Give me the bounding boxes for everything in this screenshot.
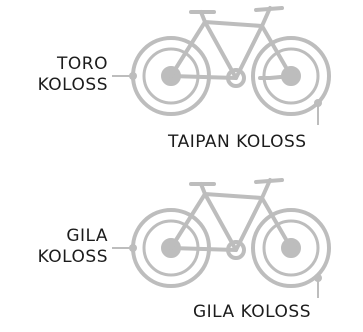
left-leader-dot <box>129 244 137 252</box>
front-wheel-outer <box>251 208 331 288</box>
bike-diagram-top: TORO KOLOSS TAIPAN KOLOSS <box>8 6 331 152</box>
front-wheel-inner <box>262 219 320 277</box>
right-leader-dot <box>314 99 322 107</box>
front-wheel-outer <box>251 36 331 116</box>
left-label-line-1: TORO <box>57 54 108 74</box>
seatpost <box>199 10 207 24</box>
seatpost <box>199 182 207 196</box>
left-leader-dot <box>129 72 137 80</box>
crank <box>226 240 246 260</box>
left-label: GILA KOLOSS <box>8 226 108 268</box>
frame-fork <box>260 196 293 250</box>
handlebar <box>254 178 284 184</box>
right-leader-dot <box>314 274 322 282</box>
left-label-line-2: KOLOSS <box>37 75 108 95</box>
right-label: GILA KOLOSS <box>193 302 312 322</box>
left-label-line-2: KOLOSS <box>37 247 108 267</box>
front-link <box>258 74 293 80</box>
bicycle-icon <box>112 6 331 125</box>
handlebar <box>254 6 284 12</box>
frame-seatstay <box>169 192 207 250</box>
frame-fork <box>260 24 293 78</box>
left-label-line-1: GILA <box>66 226 108 246</box>
crank <box>226 68 246 88</box>
bicycle-icon <box>112 178 331 298</box>
left-label: TORO KOLOSS <box>8 54 108 96</box>
bike-diagram-bottom: GILA KOLOSS GILA KOLOSS <box>0 166 363 332</box>
frame-seatstay <box>169 20 207 78</box>
right-label: TAIPAN KOLOSS <box>168 132 307 152</box>
